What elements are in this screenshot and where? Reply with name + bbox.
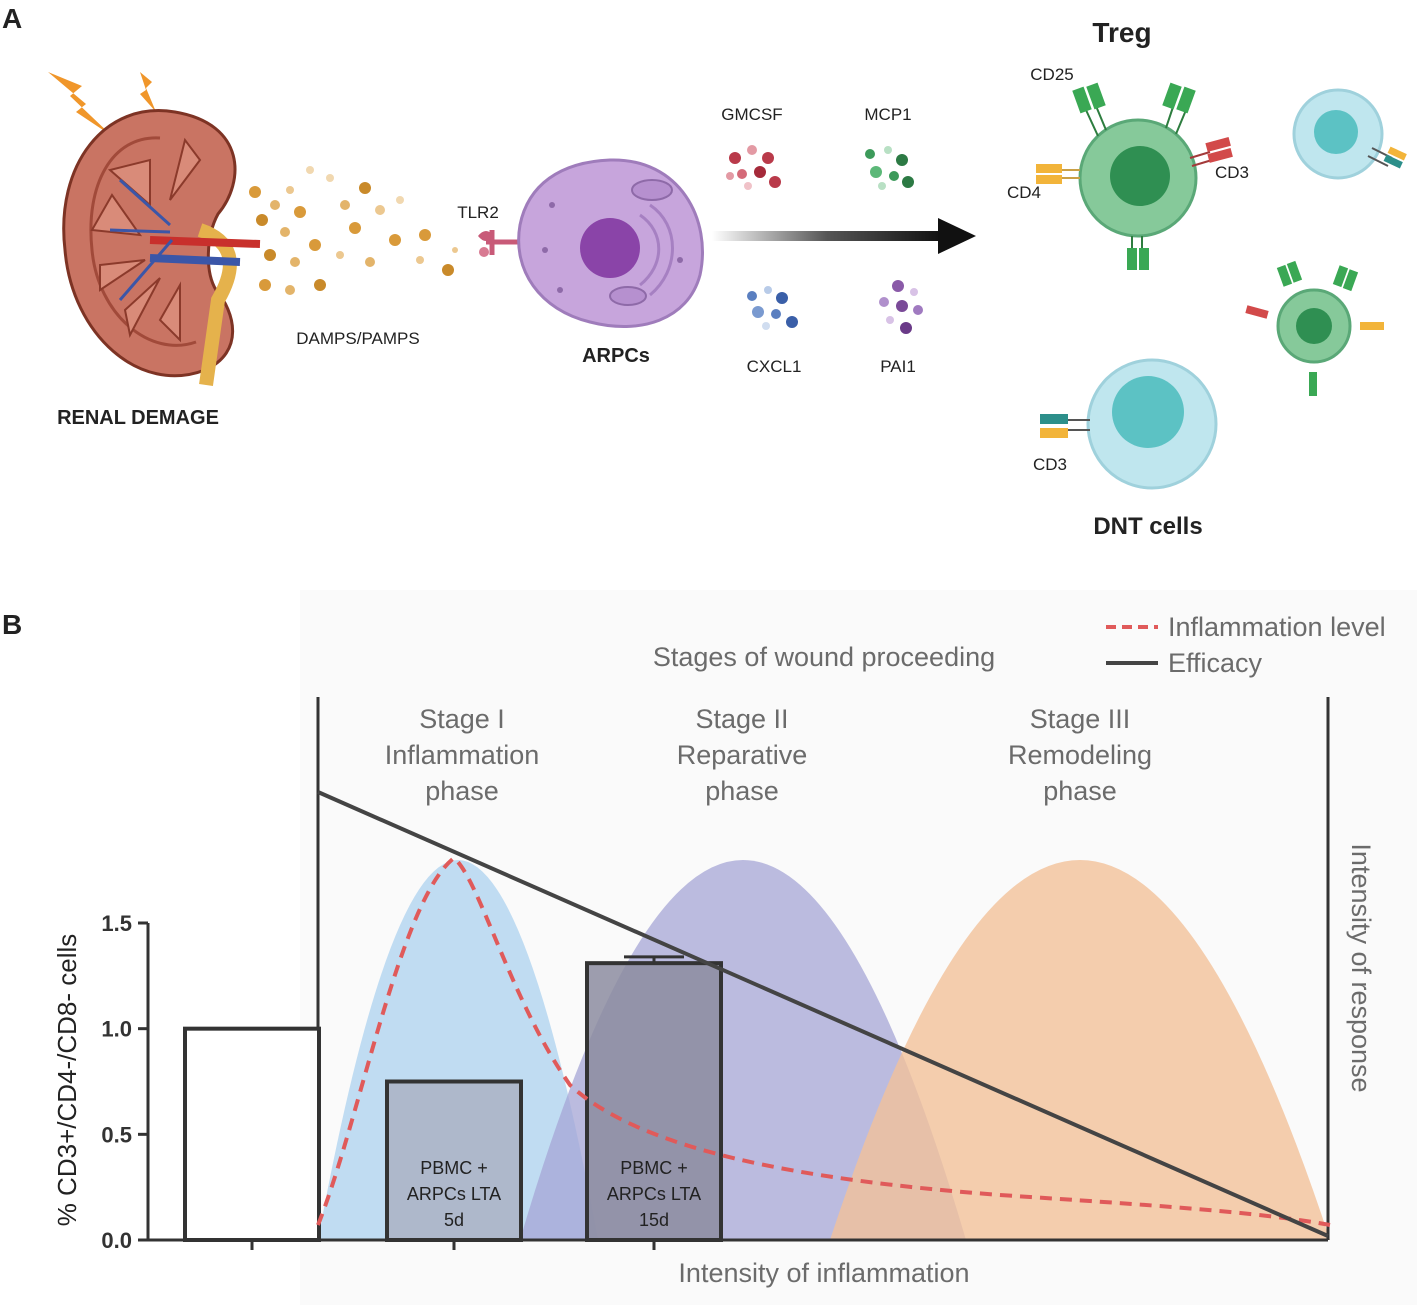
kidney-icon: [62, 109, 261, 386]
pai1-cluster: [879, 280, 923, 334]
treg-cd3-label: CD3: [1215, 163, 1249, 182]
category-label: 5d: [444, 1210, 464, 1230]
svg-text:Stage III: Stage III: [1030, 704, 1131, 734]
cd25-label: CD25: [1030, 65, 1073, 84]
damps-particles: [249, 166, 458, 295]
panel-b-letter: B: [2, 609, 22, 640]
bar-3: [585, 961, 723, 1242]
category-label: 15d: [639, 1210, 669, 1230]
svg-text:Stage I: Stage I: [419, 704, 505, 734]
stages-header: Stages of wound proceeding: [653, 642, 995, 672]
lightning-icon: [48, 72, 156, 136]
stage-2-label: Stage II Reparative phase: [677, 704, 808, 806]
gmcsf-cluster: [726, 145, 781, 190]
efficacy-line: [317, 790, 1329, 1238]
y-tick-label: 0.5: [101, 1122, 132, 1147]
arpcs-label: ARPCs: [582, 345, 650, 367]
mcp1-cluster: [865, 146, 914, 190]
y-tick-label: 0.0: [101, 1228, 132, 1253]
svg-text:Remodeling: Remodeling: [1008, 740, 1152, 770]
dnt-cell-icon: [1040, 358, 1218, 490]
x-axis-title: Intensity of inflammation: [678, 1258, 969, 1288]
cxcl1-cluster: [747, 286, 798, 330]
small-dnt-cell-icon: [1292, 88, 1407, 180]
stage-3-arc: [830, 860, 1330, 1240]
y-tick-label: 1.0: [101, 1017, 132, 1042]
legend-efficacy-label: Efficacy: [1168, 648, 1263, 678]
y-axis: 0.0 0.5 1.0 1.5: [101, 911, 150, 1253]
stage-3-label: Stage III Remodeling phase: [1008, 704, 1152, 806]
bar-1: [183, 1026, 321, 1242]
mcp1-label: MCP1: [864, 105, 911, 124]
svg-text:Inflammation: Inflammation: [385, 740, 540, 770]
damps-label: DAMPS/PAMPS: [296, 329, 419, 348]
treg-cell-icon: [1036, 82, 1233, 270]
arpc-cell-icon: [517, 158, 704, 329]
gmcsf-label: GMCSF: [721, 105, 782, 124]
category-label: PBMC +: [620, 1158, 688, 1178]
svg-text:phase: phase: [1043, 776, 1117, 806]
svg-text:Stage II: Stage II: [695, 704, 788, 734]
dnt-cd3-label: CD3: [1033, 455, 1067, 474]
svg-text:phase: phase: [705, 776, 779, 806]
bar-2: [385, 1079, 523, 1242]
panel-a-letter: A: [2, 3, 22, 34]
right-axis-title: Intensity of response: [1346, 843, 1376, 1092]
dnt-title: DNT cells: [1093, 513, 1202, 540]
stage-1-label: Stage I Inflammation phase: [385, 704, 540, 806]
svg-text:Reparative: Reparative: [677, 740, 808, 770]
category-label: ARPCs LTA: [607, 1184, 701, 1204]
y-tick-label: 1.5: [101, 911, 132, 936]
process-arrow: [712, 218, 976, 254]
inflammation-curve: [316, 855, 1331, 1227]
tlr2-receptor-icon: [478, 230, 520, 257]
tlr2-label: TLR2: [457, 203, 499, 222]
category-label: PBMC +: [420, 1158, 488, 1178]
svg-text:phase: phase: [425, 776, 499, 806]
cd4-label: CD4: [1007, 183, 1041, 202]
pai1-label: PAI1: [880, 357, 916, 376]
small-treg-cell-icon: [1245, 260, 1384, 396]
legend-inflammation-label: Inflammation level: [1168, 612, 1386, 642]
legend: Inflammation level Efficacy: [1106, 612, 1386, 678]
category-label: ARPCs LTA: [407, 1184, 501, 1204]
renal-damage-label: RENAL DEMAGE: [57, 407, 219, 429]
cxcl1-label: CXCL1: [747, 357, 802, 376]
bar-series: PBMC + ARPCs LTA 5d PBMC + ARPCs LTA 15d: [183, 955, 723, 1250]
error-bar-3: [624, 955, 684, 964]
treg-title: Treg: [1092, 17, 1151, 48]
y-axis-title: % CD3+/CD4-/CD8- cells: [52, 934, 82, 1227]
